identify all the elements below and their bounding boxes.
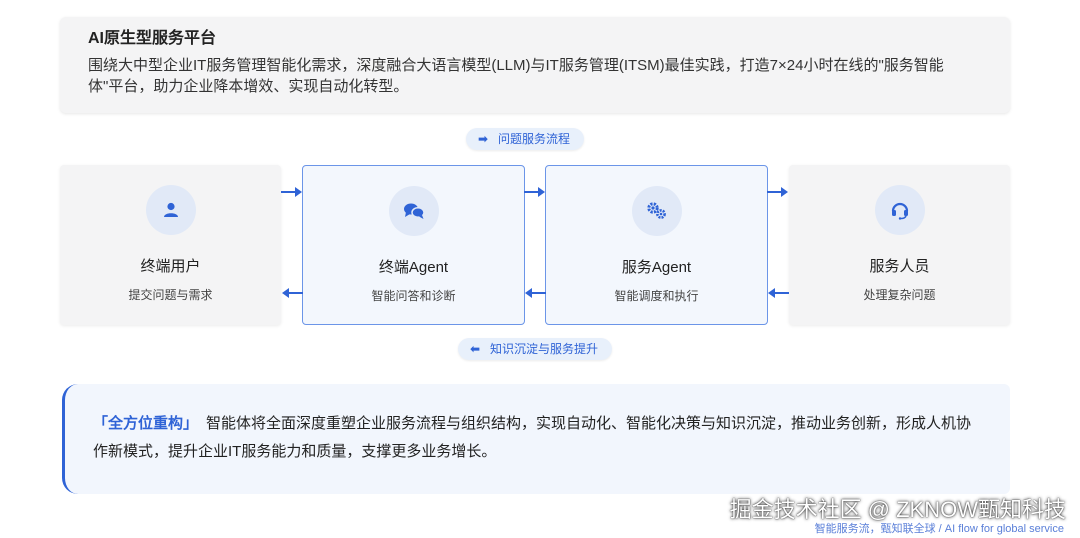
node-name: 终端用户 [140,258,201,275]
arrow-right-icon [767,187,788,197]
flow-label-top: ➡ 问题服务流程 [466,128,585,150]
flow-label-top-text: 问题服务流程 [498,132,571,146]
flow-label-bottom: ⬅ 知识沉淀与服务提升 [458,338,613,360]
node-name: 服务Agent [621,259,692,276]
arrow-left-icon [282,288,303,298]
arrow-left-icon [525,288,546,298]
node-terminal-agent: 终端Agent 智能问答和诊断 [302,165,525,325]
node-name: 服务人员 [869,258,930,275]
node-service-staff: 服务人员 处理复杂问题 [789,165,1010,325]
node-name: 终端Agent [378,259,449,276]
flow-label-bottom-text: 知识沉淀与服务提升 [490,342,599,356]
footer-caption: 智能服务流，甄知联全球 / AI flow for global service [814,523,1064,535]
node-desc: 智能调度和执行 [614,289,699,303]
node-service-agent: 服务Agent 智能调度和执行 [545,165,768,325]
node-icon-circle [388,186,439,236]
user-icon [163,202,178,217]
node-desc: 提交问题与需求 [128,288,213,302]
arrow-right-icon [524,187,545,197]
intro-panel: AI原生型服务平台 围绕大中型企业IT服务管理智能化需求，深度融合大语言模型(L… [60,17,1010,113]
summary-panel: 「全方位重构」智能体将全面深度重塑企业服务流程与组织结构，实现自动化、智能化决策… [62,384,1010,494]
headset-icon [891,202,908,220]
intro-title: AI原生型服务平台 [88,30,217,47]
summary-highlight: 「全方位重构」 [93,415,199,432]
node-icon-circle [874,185,925,235]
arrow-right-icon: ➡ [478,132,489,146]
summary-text: 智能体将全面深度重塑企业服务流程与组织结构，实现自动化、智能化决策与知识沉淀，推… [93,415,972,460]
node-end-user: 终端用户 提交问题与需求 [60,165,281,325]
gears-icon [646,202,666,219]
arrow-left-icon [768,288,789,298]
watermark: 掘金技术社区 @ ZKNOW甄知科技 [729,497,1066,522]
intro-body: 围绕大中型企业IT服务管理智能化需求，深度融合大语言模型(LLM)与IT服务管理… [88,57,944,95]
node-icon-circle [145,185,196,235]
node-icon-circle [631,186,682,236]
arrow-right-icon [281,187,302,197]
node-desc: 处理复杂问题 [863,288,936,302]
node-desc: 智能问答和诊断 [371,289,456,303]
arrow-left-icon: ⬅ [470,342,481,356]
chat-bubbles-icon [403,203,425,219]
